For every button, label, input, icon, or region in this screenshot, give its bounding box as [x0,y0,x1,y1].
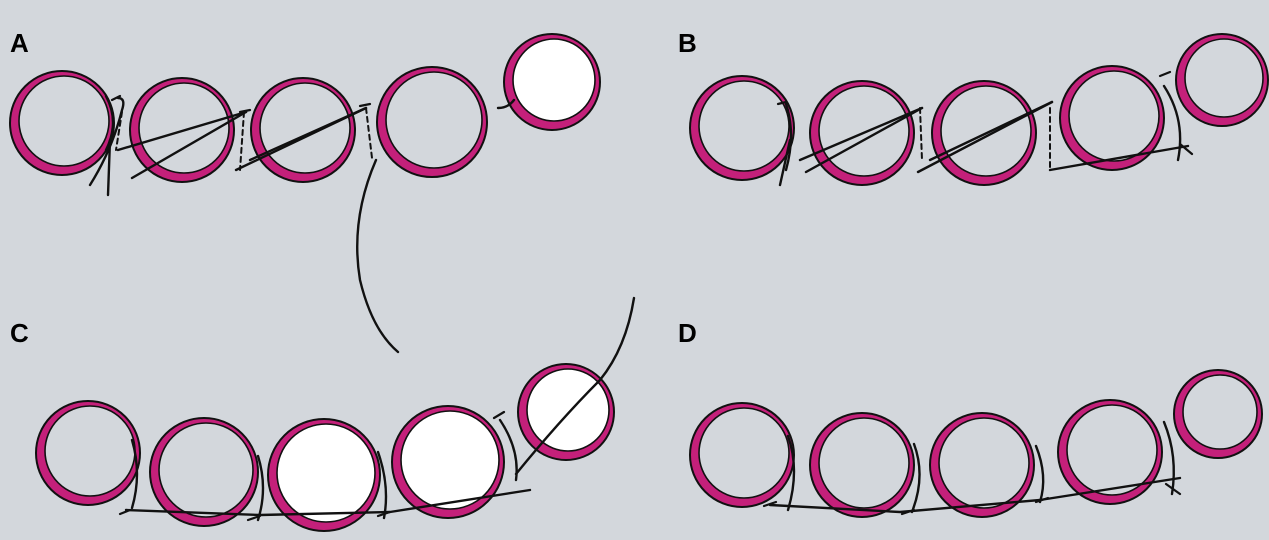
ring-a4 [376,66,488,178]
ring-c4 [391,405,505,519]
suture-dashed-b1 [919,107,923,161]
neck-a1 [104,94,115,152]
ring-d1 [689,402,795,508]
ring-c3 [267,418,381,532]
ring-b4 [1059,65,1165,171]
suture-thread-a3 [116,110,248,152]
ring-c1 [35,400,141,506]
suture-dashed-a2 [239,111,245,171]
suture-thread-c2 [256,454,265,522]
ring-c5 [517,363,615,461]
ring-c2 [149,417,259,527]
panel-label-c: C [10,318,29,348]
ring-d3 [929,412,1035,518]
ring-a3 [250,77,356,183]
suture-thread-b8 [1162,84,1182,162]
suture-thread-b7 [1048,144,1190,172]
suture-thread-d3 [1034,444,1045,504]
suture-thread-b2 [778,138,792,187]
ring-d4 [1057,399,1163,505]
suture-thread-b4 [804,106,924,174]
ring-a1 [9,70,115,176]
suture-tail-c [514,296,636,476]
suture-thread-b3 [798,106,924,162]
suture-thread-c3 [376,450,388,520]
suture-thread-d4 [1162,420,1175,496]
ring-d2 [809,412,915,518]
suture-running-c [124,488,532,517]
suture-dashed-a1 [115,111,123,151]
suture-thread-a4 [130,110,248,180]
suture-thread-a6 [248,106,368,162]
neck-a4 [496,98,516,110]
stitch-knots-c [118,410,506,522]
panel-d [689,369,1263,518]
panel-label-a: A [10,28,29,58]
stitch-knots-a [110,94,372,114]
stitch-knots-b [776,70,1194,156]
suture-thread-d2 [910,442,921,514]
panel-a [9,33,601,354]
suture-thread-b6 [928,100,1054,162]
stitch-knots-d [762,482,1182,516]
suture-thread-a2 [106,138,112,197]
panel-label-b: B [678,28,697,58]
suture-running-d [768,476,1182,514]
ring-a5 [503,33,601,131]
suture-thread-b1 [784,102,793,172]
suture-thread-a1 [88,96,125,187]
suture-thread-d1 [786,434,796,512]
ring-b1 [689,75,795,181]
ring-d5 [1173,369,1263,459]
suture-dashed-a3 [365,107,373,159]
suture-tail-a [356,158,400,354]
ring-b5 [1175,33,1269,127]
suture-thread-c1 [130,438,139,510]
panel-c [35,296,636,532]
panel-label-d: D [678,318,697,348]
panel-b [689,33,1269,187]
